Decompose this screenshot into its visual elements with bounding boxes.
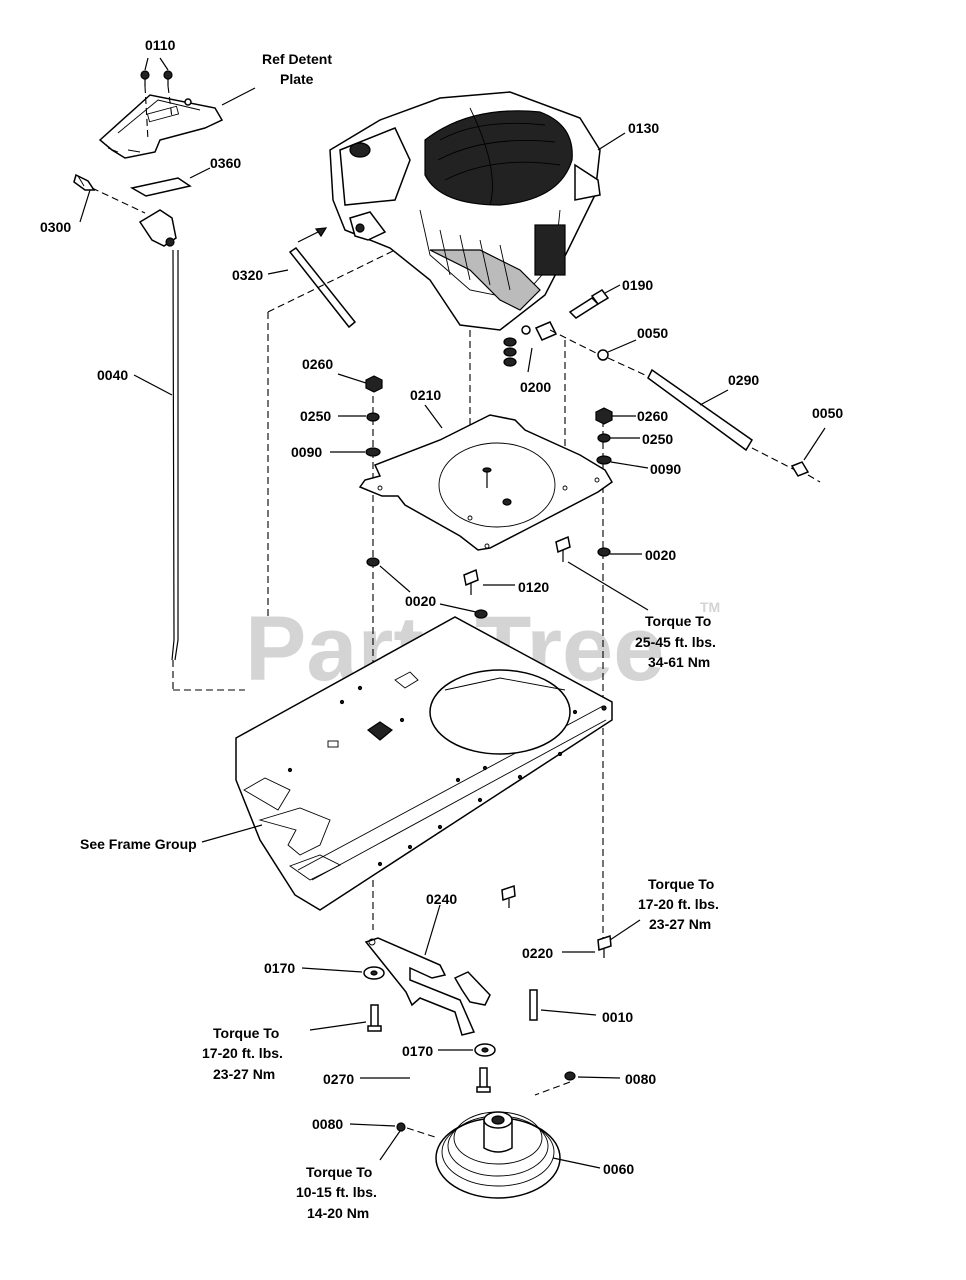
label-torque-b-3: 23-27 Nm [649,916,711,932]
bolt-0120-part[interactable] [463,535,571,595]
plug-0050-a-part[interactable] [597,349,609,361]
label-0360: 0360 [210,155,241,171]
label-0320: 0320 [232,267,263,283]
label-0170-b: 0170 [402,1043,433,1059]
bolt-0220-part[interactable] [501,884,612,958]
label-torque-a-2: 25-45 ft. lbs. [635,634,716,650]
label-0050-b: 0050 [812,405,843,421]
bracket-0240-part[interactable] [364,937,491,1036]
label-0200: 0200 [520,379,551,395]
label-0190: 0190 [622,277,653,293]
label-torque-b-1: Torque To [648,876,714,892]
fitting-0200-part[interactable] [503,321,558,367]
label-torque-d-2: 10-15 ft. lbs. [296,1184,377,1200]
bolt-0270-part[interactable] [367,1004,491,1093]
label-0270: 0270 [323,1071,354,1087]
bracket-0360-part[interactable] [129,177,192,197]
label-0170-a: 0170 [264,960,295,976]
label-torque-a-1: Torque To [645,613,711,629]
key-0080-part[interactable] [396,1071,576,1132]
plug-0050-b-part[interactable] [790,461,810,477]
label-0120: 0120 [518,579,549,595]
label-0250-b: 0250 [642,431,673,447]
detent-plate-part[interactable] [98,94,224,159]
label-0080-b: 0080 [312,1116,343,1132]
label-torque-d-3: 14-20 Nm [307,1205,369,1221]
label-0040: 0040 [97,367,128,383]
label-torque-a-3: 34-61 Nm [648,654,710,670]
spring-0300-part[interactable] [73,173,96,191]
washer-0020-part[interactable] [366,547,611,619]
washers-left-part[interactable] [365,375,383,457]
label-0250-a: 0250 [300,408,331,424]
label-torque-c-1: Torque To [213,1025,279,1041]
engine-0130-part[interactable] [329,91,601,331]
label-0080-a: 0080 [625,1071,656,1087]
label-torque-c-3: 23-27 Nm [213,1066,275,1082]
label-0050-a: 0050 [637,325,668,341]
label-0060: 0060 [603,1161,634,1177]
adapter-plate-0210-part[interactable] [358,414,613,551]
label-ref-detent: Ref Detent [262,51,332,67]
label-see-frame-group: See Frame Group [80,836,197,852]
label-0220: 0220 [522,945,553,961]
callout-labels: 0110 Ref Detent Plate 0360 0300 0130 032… [40,37,843,1221]
label-0010: 0010 [602,1009,633,1025]
watermark-tm: TM [700,599,720,615]
label-0300: 0300 [40,219,71,235]
label-ref-detent-plate: Plate [280,71,314,87]
washers-right-part[interactable] [595,407,613,465]
label-torque-c-2: 17-20 ft. lbs. [202,1045,283,1061]
label-0260-a: 0260 [302,356,333,372]
frame-part[interactable] [235,616,613,911]
dipstick-0040-part[interactable] [138,209,179,661]
label-0020-b: 0020 [405,593,436,609]
pulley-0060-part[interactable] [435,1111,561,1199]
label-torque-d-1: Torque To [306,1164,372,1180]
label-0090-a: 0090 [291,444,322,460]
label-0290: 0290 [728,372,759,388]
label-0260-b: 0260 [637,408,668,424]
label-0090-b: 0090 [650,461,681,477]
label-0110: 0110 [145,37,176,53]
label-0210: 0210 [410,387,441,403]
screw-0110-part[interactable] [140,70,173,86]
hose-0290-part[interactable] [647,368,754,452]
pin-0010-part[interactable] [529,989,538,1021]
oil-drain-0190-part[interactable] [568,289,610,319]
label-0020-a: 0020 [645,547,676,563]
label-0240: 0240 [426,891,457,907]
breather-tube-0320-part[interactable] [288,246,357,329]
washer-0170-part[interactable] [363,966,496,1057]
label-torque-b-2: 17-20 ft. lbs. [638,896,719,912]
label-0130: 0130 [628,120,659,136]
